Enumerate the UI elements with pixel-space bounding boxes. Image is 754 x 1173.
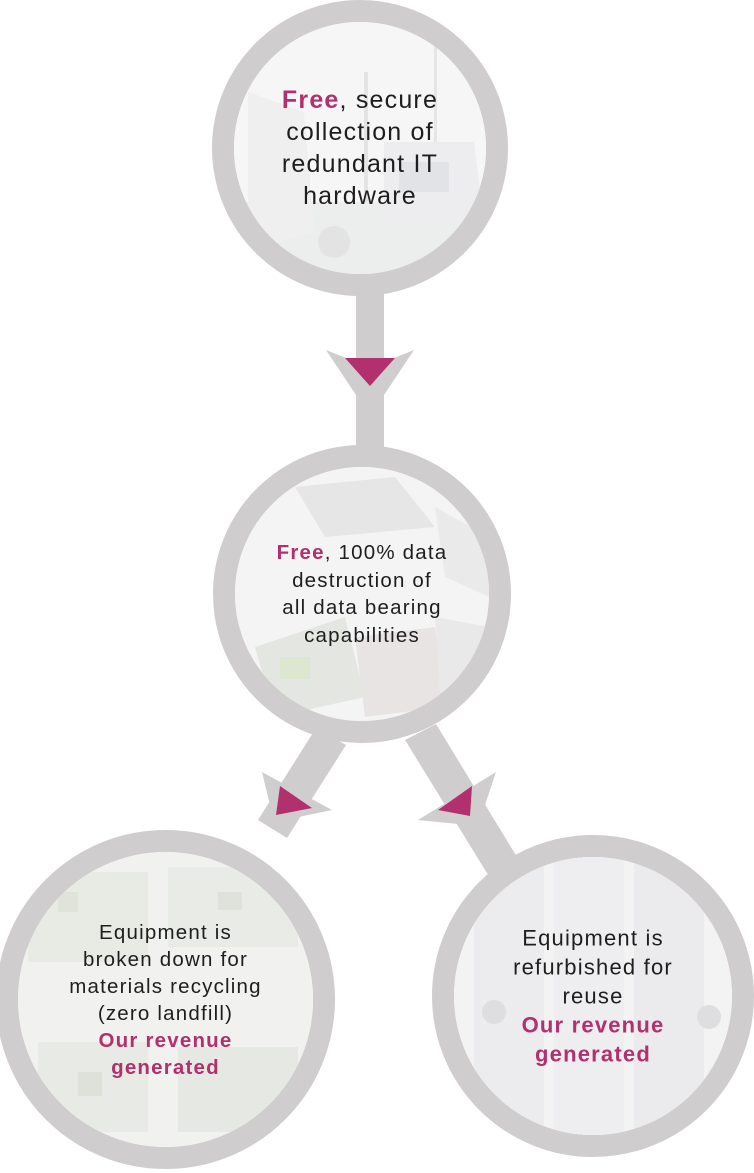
destruction-node: Free, 100% data destruction of all data … <box>213 445 511 743</box>
destruction-line-2: destruction of <box>292 568 432 592</box>
recycling-text: Equipment is broken down for materials r… <box>18 919 313 1081</box>
collection-line-2: collection of <box>286 118 434 146</box>
destruction-line-3: all data bearing <box>282 596 442 619</box>
refurbish-revenue-line-1: Our revenue <box>521 1012 665 1038</box>
circuit-boards-photo-background <box>18 852 313 1147</box>
refurbish-revenue-line-2: generated <box>535 1041 651 1067</box>
recycling-revenue-line-2: generated <box>111 1055 220 1079</box>
collection-text: Free, secure collection of redundant IT … <box>234 84 486 212</box>
refurbish-node: Equipment is refurbished for reuse Our r… <box>432 835 754 1157</box>
destruction-text: Free, 100% data destruction of all data … <box>235 539 489 649</box>
collection-line-1: , secure <box>339 86 439 114</box>
recycling-revenue-line-1: Our revenue <box>98 1028 233 1052</box>
arrow-right-head <box>438 786 472 816</box>
hard-drives-photo-background <box>235 467 489 721</box>
recycling-line-4: (zero landfill) <box>97 1001 234 1025</box>
refurbish-line-2: refurbished for <box>513 954 673 980</box>
destruction-line-1: , 100% data <box>324 541 448 564</box>
refurbish-text: Equipment is refurbished for reuse Our r… <box>454 924 732 1069</box>
arrow-down-head <box>345 358 395 386</box>
collection-line-4: hardware <box>303 182 417 210</box>
recycling-line-2: broken down for <box>82 947 248 971</box>
collection-line-3: redundant IT <box>281 150 439 178</box>
arrow-left-head <box>276 786 312 815</box>
collection-free-emphasis: Free <box>281 86 340 114</box>
recycling-line-3: materials recycling <box>69 974 262 998</box>
recycling-line-1: Equipment is <box>99 920 232 944</box>
servers-photo-background <box>454 857 732 1135</box>
van-photo-background <box>234 22 486 274</box>
destruction-free-emphasis: Free <box>276 541 325 564</box>
destruction-line-4: capabilities <box>304 623 420 647</box>
recycling-node: Equipment is broken down for materials r… <box>0 830 335 1169</box>
refurbish-line-1: Equipment is <box>522 925 664 951</box>
refurbish-line-3: reuse <box>562 983 624 1009</box>
collection-node: Free, secure collection of redundant IT … <box>212 0 508 296</box>
